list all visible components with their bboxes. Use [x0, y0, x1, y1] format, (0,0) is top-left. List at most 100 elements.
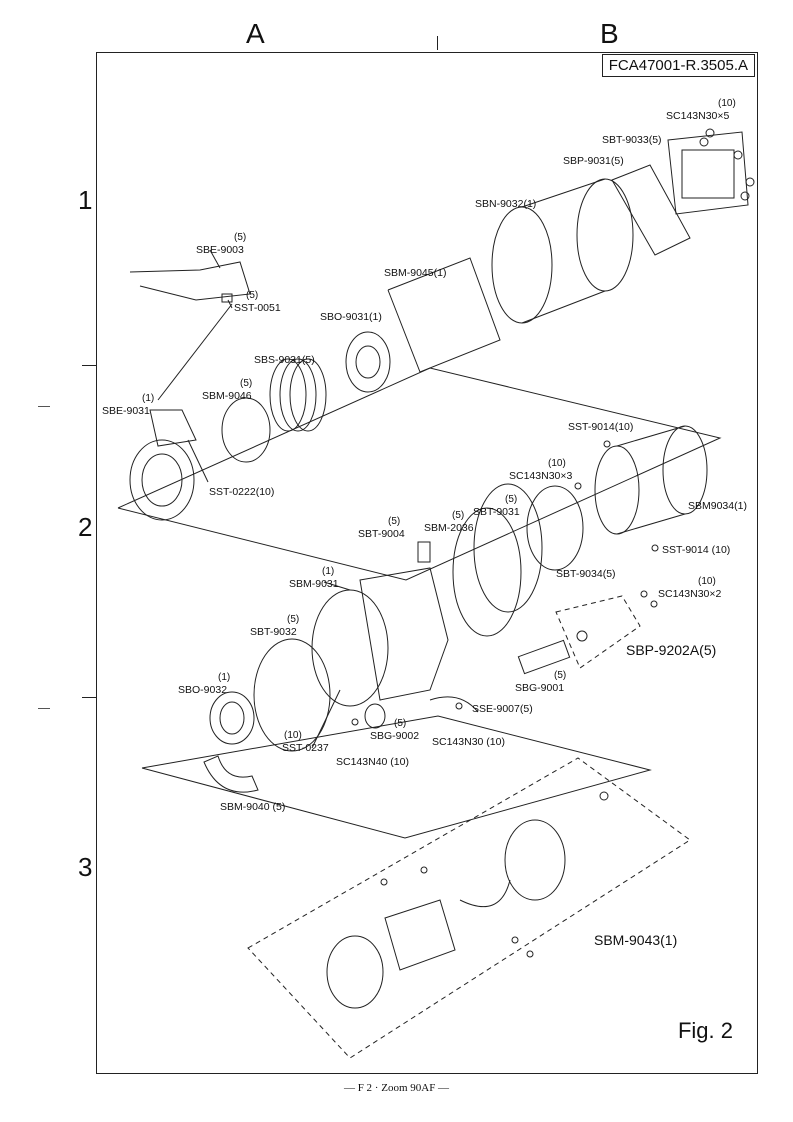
label-sbt9004: SBT-9004	[358, 528, 405, 540]
label-sbp9031: SBP-9031(5)	[563, 155, 624, 167]
label-sst0237: SST-0237	[282, 742, 329, 754]
column-header-a: A	[246, 18, 265, 49]
part-sbm9040	[203, 755, 259, 793]
part-sbt9031	[473, 483, 543, 613]
part-sbt9034	[526, 485, 584, 571]
part-sbm9043-frame	[384, 899, 456, 971]
part-sbp9031-plate	[611, 164, 691, 256]
part-sbm9045	[387, 257, 501, 373]
part-sbp9202a-gear	[576, 630, 588, 642]
part-sbg9001	[517, 639, 571, 675]
label-sbe9003: SBE-9003	[196, 244, 244, 256]
screw-sc143n40	[351, 718, 359, 726]
column-header-b: B	[600, 18, 619, 49]
part-sbe9031	[149, 409, 197, 447]
label-sbm2036-qty: (5)	[452, 510, 465, 521]
assembly-outline-sbm9043	[247, 757, 691, 1059]
section-plane-lower	[141, 715, 652, 839]
part-sbm9046	[221, 397, 271, 463]
label-sst9014-top: SST-9014(10)	[568, 421, 634, 433]
part-sbo9032	[209, 691, 255, 745]
label-sbt9033: SBT-9033(5)	[602, 134, 662, 146]
label-sc143n30x5: SC143N30×5	[666, 110, 730, 122]
part-sst0051	[221, 293, 233, 303]
part-sbt9004	[417, 541, 431, 563]
diagram-frame	[96, 52, 758, 1074]
part-sbm9034-front	[594, 445, 640, 535]
label-sbm9031: SBM-9031	[289, 578, 339, 590]
screw-sst9014-bottom	[651, 544, 659, 552]
label-sst0051: SST-0051	[234, 302, 281, 314]
part-front-ring	[326, 935, 384, 1009]
label-sst0237-qty: (10)	[284, 730, 302, 741]
label-sbt9032: SBT-9032	[250, 626, 297, 638]
row-divider-tick	[82, 697, 96, 698]
label-sc143n30x3: SC143N30×3	[509, 470, 573, 482]
label-sc143n30: SC143N30 (10)	[432, 736, 505, 748]
part-sbm9031-body	[359, 567, 449, 701]
label-sst9014-bottom: SST-9014 (10)	[662, 544, 731, 556]
label-sbg9001-qty: (5)	[554, 670, 567, 681]
label-sbt9032-qty: (5)	[287, 614, 300, 625]
label-sbo9031: SBO-9031(1)	[320, 311, 382, 323]
label-sbt9034: SBT-9034(5)	[556, 568, 616, 580]
part-sbm9031-front	[311, 589, 389, 707]
part-sbt9032	[253, 638, 331, 752]
label-sbm9034: SBM9034(1)	[688, 500, 747, 512]
label-sc143n30x3-qty: (10)	[548, 458, 566, 469]
section-plane-2	[117, 367, 722, 581]
part-shutter-plate	[504, 819, 566, 901]
part-sbo9031	[345, 331, 391, 393]
figure-label: Fig. 2	[677, 1018, 733, 1043]
label-sbn9032: SBN-9032(1)	[475, 198, 537, 210]
row-header-3: 3	[78, 852, 93, 882]
margin-mark	[38, 708, 50, 709]
page-footer: — F 2 · Zoom 90AF —	[343, 1082, 450, 1094]
label-sbg9001: SBG-9001	[515, 682, 565, 694]
part-mount-assembly	[129, 439, 195, 521]
assembly-outline-sbp9202a	[555, 595, 641, 669]
label-sbg9002-qty: (5)	[394, 718, 407, 729]
label-sbm9046: SBM-9046	[202, 390, 252, 402]
part-code-box: FCA47001-R.3505.A	[601, 54, 755, 77]
margin-mark	[38, 406, 50, 407]
row-header-1: 1	[78, 185, 93, 215]
part-sbg9002	[364, 703, 386, 729]
label-sbt9004-qty: (5)	[388, 516, 401, 527]
label-sbo9032-qty: (1)	[218, 672, 231, 683]
screw-sc143n30	[455, 702, 463, 710]
label-sbe9003-qty: (5)	[234, 232, 247, 243]
screw-sc143n30x3	[574, 482, 582, 490]
label-sst0222: SST-0222(10)	[209, 486, 275, 498]
label-sse9007: SSE-9007(5)	[472, 703, 533, 715]
label-sbg9002: SBG-9002	[370, 730, 420, 742]
label-sc143n30x2: SC143N30×2	[658, 588, 722, 600]
label-sbe9031-qty: (1)	[142, 393, 155, 404]
part-sbt9033-gasket	[667, 131, 749, 215]
column-divider-tick	[437, 36, 438, 50]
label-sbo9032: SBO-9032	[178, 684, 228, 696]
part-sbm2036	[452, 507, 522, 637]
screw-sst9014-top	[603, 440, 611, 448]
label-sbp9202a: SBP-9202A(5)	[626, 642, 717, 658]
label-sc143n30x2-qty: (10)	[698, 576, 716, 587]
part-sbs9031	[269, 358, 307, 432]
label-sbm9043: SBM-9043(1)	[594, 932, 678, 948]
label-sbm9045: SBM-9045(1)	[384, 267, 447, 279]
part-sbn9032-front	[491, 206, 553, 324]
label-sbs9031: SBS-9031(5)	[254, 354, 315, 366]
label-sbt9031-qty: (5)	[505, 494, 518, 505]
part-linkage	[459, 879, 511, 908]
row-divider-tick	[82, 365, 96, 366]
label-sbm9040: SBM-9040 (5)	[220, 801, 286, 813]
part-sbe9003	[129, 261, 251, 301]
part-sse9007	[429, 696, 479, 713]
label-sbe9031: SBE-9031	[102, 405, 150, 417]
label-sbm9031-qty: (1)	[322, 566, 335, 577]
part-sbn9032-rear	[576, 178, 634, 292]
label-sc143n30x5-qty: (10)	[718, 98, 736, 109]
label-sbt9031: SBT-9031	[473, 506, 520, 518]
row-header-2: 2	[78, 512, 93, 542]
label-sst0051-qty: (5)	[246, 290, 259, 301]
